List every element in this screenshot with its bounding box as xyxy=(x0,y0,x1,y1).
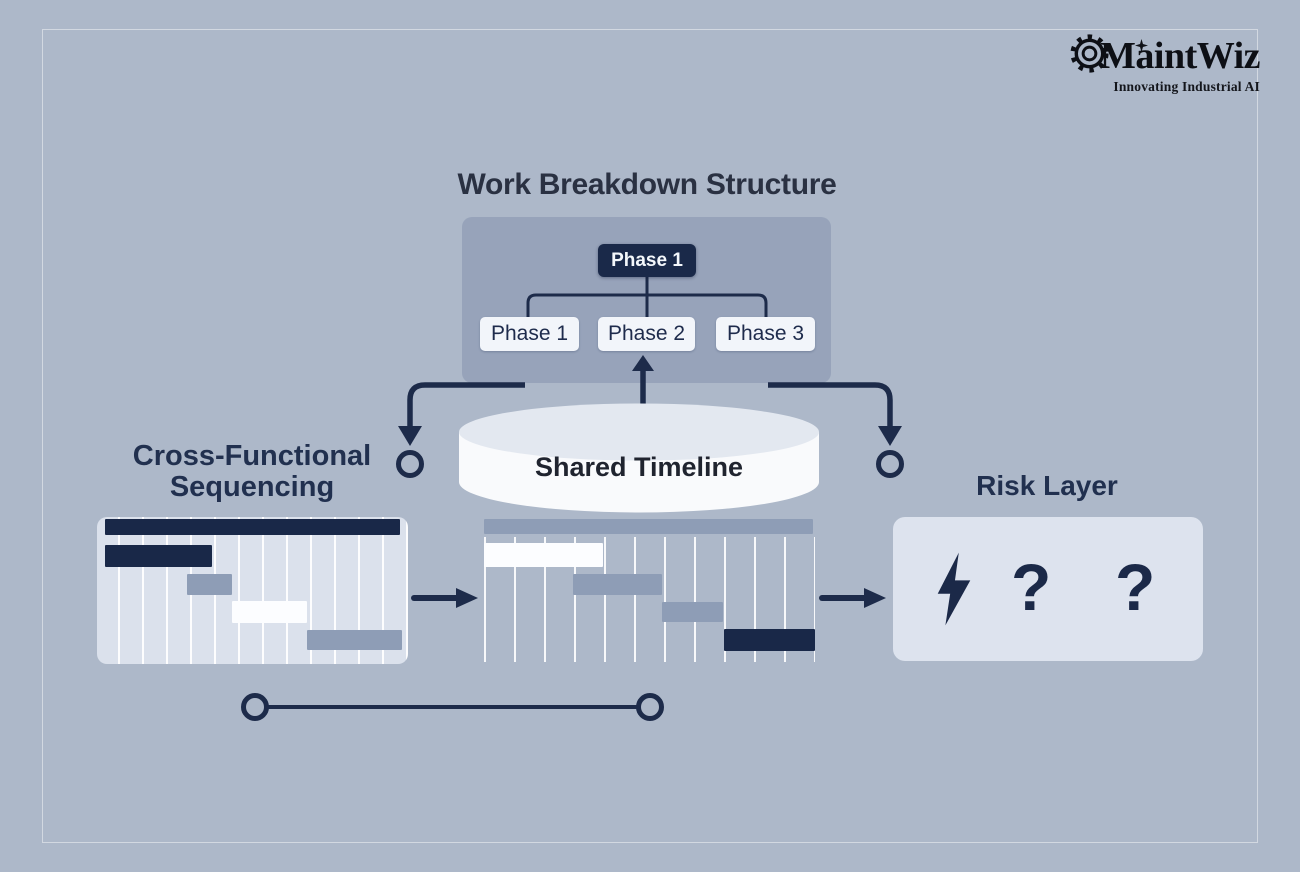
risk-layer-panel: ? ? xyxy=(893,517,1203,661)
gantt-bar xyxy=(484,543,603,567)
shared-timeline-gantt-chart xyxy=(484,517,815,662)
inner-frame-border xyxy=(42,29,1258,843)
gantt-bar xyxy=(573,574,662,595)
circle-node-icon xyxy=(241,693,269,721)
circle-node-icon xyxy=(636,693,664,721)
sequencing-title-line2: Sequencing xyxy=(169,471,335,503)
wbs-root-node: Phase 1 xyxy=(598,244,696,277)
risk-layer-title: Risk Layer xyxy=(976,470,1118,501)
flow-arrow-icon xyxy=(411,588,478,608)
gantt-bar xyxy=(662,602,723,622)
gear-icon xyxy=(1070,33,1109,73)
gantt-bar xyxy=(232,601,307,623)
wbs-title: Work Breakdown Structure xyxy=(457,168,837,201)
gantt-bar xyxy=(484,519,813,534)
brand-tagline: Innovating Industrial AI xyxy=(1113,79,1260,94)
flow-arrow-icon xyxy=(819,588,886,608)
wbs-container xyxy=(462,217,831,383)
sequencing-title: Cross-Functional Sequencing xyxy=(102,441,402,503)
sequencing-title-line1: Cross-Functional xyxy=(132,440,372,472)
gantt-bar xyxy=(105,545,212,567)
sparkle-icon xyxy=(1135,39,1148,52)
dependency-link xyxy=(241,693,664,721)
gantt-bar xyxy=(105,519,400,535)
question-icon: ? xyxy=(1011,550,1052,624)
wbs-child-node-3: Phase 3 xyxy=(716,317,815,351)
arrow-down-icon xyxy=(878,426,902,446)
sequencing-gantt-chart xyxy=(97,517,408,664)
gantt-bar xyxy=(724,629,815,651)
lightning-icon xyxy=(937,552,971,626)
brand-logo: MaintWiz Innovating Industrial AI xyxy=(1066,33,1260,95)
question-icon: ? xyxy=(1115,550,1156,624)
wbs-child-node-1: Phase 1 xyxy=(480,317,579,351)
right-drop-connector xyxy=(768,382,904,478)
gantt-bar xyxy=(187,574,232,595)
wbs-child-node-2: Phase 2 xyxy=(598,317,695,351)
left-drop-connector xyxy=(396,382,525,478)
shared-timeline-label: Shared Timeline xyxy=(534,452,744,482)
gantt-bar xyxy=(307,630,402,650)
brand-name: MaintWiz xyxy=(1100,35,1260,77)
